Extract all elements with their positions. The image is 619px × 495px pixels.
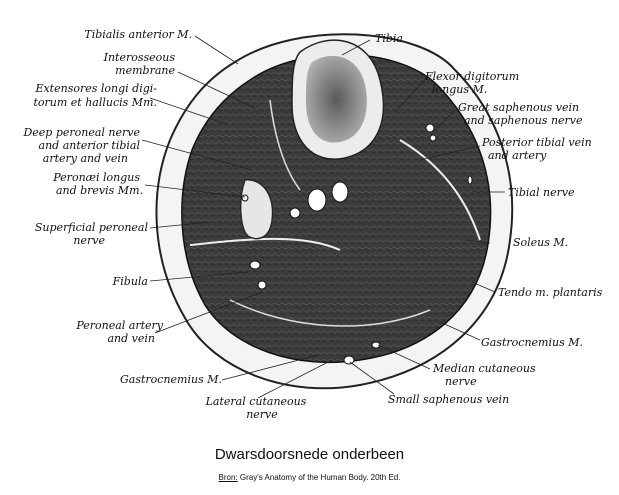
label-posterior-tibial-2: and artery bbox=[488, 149, 547, 162]
label-lateral-cutaneous-2: nerve bbox=[246, 408, 278, 421]
label-extensores-2: torum et hallucis Mm. bbox=[33, 96, 157, 109]
fibula-bone bbox=[240, 179, 274, 240]
label-soleus: Soleus M. bbox=[513, 236, 568, 249]
label-peronaei-1: Peronæi longus bbox=[52, 171, 140, 184]
label-flexor-1: Flexor digitorum bbox=[424, 70, 519, 83]
label-deep-peroneal-1: Deep peroneal nerve bbox=[22, 126, 140, 139]
label-lateral-cutaneous-1: Lateral cutaneous bbox=[205, 395, 307, 408]
label-great-saphenous-1: Great saphenous vein bbox=[458, 101, 579, 114]
label-flexor-2: longus M. bbox=[432, 83, 487, 96]
label-fibula: Fibula bbox=[112, 275, 148, 288]
vessel-group bbox=[241, 123, 473, 365]
label-posterior-tibial-1: Posterior tibial vein bbox=[481, 136, 592, 149]
fascia-line bbox=[229, 299, 431, 327]
label-superficial-peroneal-2: nerve bbox=[73, 234, 105, 247]
source-text: Gray's Anatomy of the Human Body. 20th E… bbox=[237, 473, 401, 482]
source-prefix-link[interactable]: Bron: bbox=[218, 473, 238, 482]
label-deep-peroneal-3: artery and vein bbox=[43, 152, 128, 165]
label-small-saphenous: Small saphenous vein bbox=[388, 393, 509, 406]
label-peroneal-artery-2: and vein bbox=[107, 332, 155, 345]
label-tendo-plantaris: Tendo m. plantaris bbox=[498, 286, 603, 299]
fascia-line bbox=[399, 139, 481, 241]
label-peroneal-artery-1: Peroneal artery bbox=[75, 319, 163, 332]
label-median-cutaneous-2: nerve bbox=[445, 375, 477, 388]
label-deep-peroneal-2: and anterior tibial bbox=[39, 139, 141, 152]
label-tibia: Tibia bbox=[375, 32, 403, 45]
tibia-marrow bbox=[306, 55, 367, 143]
label-gastrocnemius-left: Gastrocnemius M. bbox=[120, 373, 222, 386]
label-interosseous-1: Interosseous bbox=[103, 51, 176, 64]
label-tibial-nerve: Tibial nerve bbox=[508, 186, 575, 199]
label-tibialis-anterior: Tibialis anterior M. bbox=[84, 28, 192, 41]
label-great-saphenous-2: and saphenous nerve bbox=[464, 114, 583, 127]
leader-lines bbox=[141, 35, 505, 399]
figure-caption-title: Dwarsdoorsnede onderbeen bbox=[214, 446, 405, 463]
label-interosseous-2: membrane bbox=[115, 64, 175, 77]
label-peronaei-2: and brevis Mm. bbox=[56, 184, 143, 197]
figure-caption-source: Bron: Gray's Anatomy of the Human Body. … bbox=[0, 473, 619, 482]
label-superficial-peroneal-1: Superficial peroneal bbox=[35, 221, 149, 234]
label-median-cutaneous-1: Median cutaneous bbox=[432, 362, 536, 375]
label-gastrocnemius-right: Gastrocnemius M. bbox=[481, 336, 583, 349]
label-extensores-1: Extensores longi digi- bbox=[34, 82, 157, 95]
fascia-line bbox=[269, 99, 301, 191]
fascia-line bbox=[189, 237, 341, 251]
